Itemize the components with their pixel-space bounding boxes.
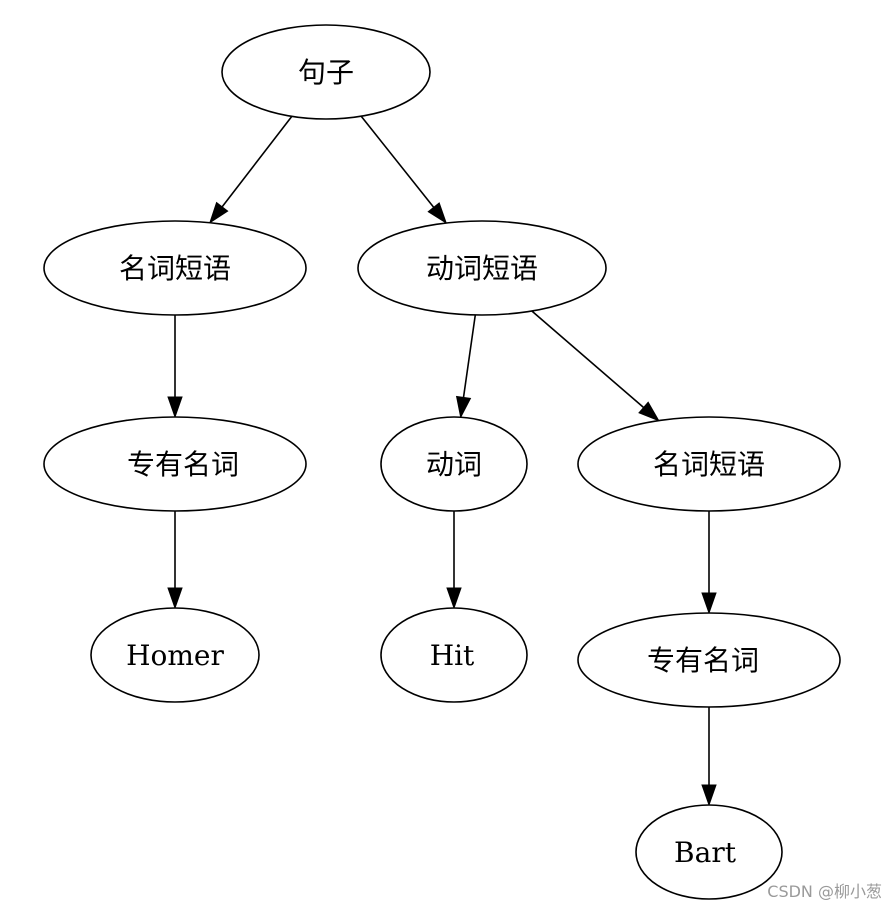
arrowhead	[427, 202, 448, 225]
arrowhead	[701, 784, 717, 807]
node-np1: 名词短语	[43, 220, 307, 316]
node-label-v: 动词	[426, 448, 482, 481]
node-label-root: 句子	[298, 56, 354, 89]
edge-line	[221, 115, 293, 208]
edge-line	[462, 314, 477, 398]
arrowhead	[446, 587, 462, 610]
node-homer: Homer	[90, 607, 260, 703]
node-pn1: 专有名词	[43, 416, 307, 512]
node-label-pn2: 专有名词	[647, 644, 759, 677]
edge-vp-to-np2	[531, 310, 660, 422]
node-pn2: 专有名词	[577, 612, 841, 708]
edge-np2-to-pn2	[701, 511, 717, 615]
arrowhead	[455, 395, 472, 419]
arrowhead	[167, 587, 183, 610]
nodes-layer: 句子 名词短语 动词短语 专有名词 动词 名词短语 Homer Hit	[43, 24, 841, 900]
edge-line	[360, 115, 435, 208]
edge-root-to-np1	[208, 115, 293, 224]
edge-np1-to-pn1	[167, 315, 183, 419]
arrowhead	[167, 396, 183, 419]
node-label-homer: Homer	[126, 639, 224, 672]
arrowhead	[638, 401, 660, 422]
node-v: 动词	[380, 416, 528, 512]
edge-line	[531, 310, 645, 409]
node-vp: 动词短语	[357, 220, 607, 316]
node-hit: Hit	[380, 607, 528, 703]
arrowhead	[701, 592, 717, 615]
node-np2: 名词短语	[577, 416, 841, 512]
watermark: CSDN @柳小葱	[767, 882, 882, 901]
node-label-vp: 动词短语	[426, 252, 538, 285]
node-label-pn1: 专有名词	[127, 448, 239, 481]
node-label-np2: 名词短语	[653, 448, 765, 481]
node-label-bart: Bart	[674, 836, 737, 869]
edge-v-to-hit	[446, 511, 462, 610]
edge-root-to-vp	[360, 115, 448, 225]
node-root: 句子	[221, 24, 431, 120]
arrowhead	[208, 201, 229, 224]
node-bart: Bart	[635, 804, 783, 900]
edge-vp-to-v	[455, 314, 477, 419]
edge-pn2-to-bart	[701, 707, 717, 807]
node-label-hit: Hit	[430, 639, 475, 672]
edges-layer	[167, 115, 717, 807]
node-label-np1: 名词短语	[119, 252, 231, 285]
edge-pn1-to-homer	[167, 511, 183, 610]
